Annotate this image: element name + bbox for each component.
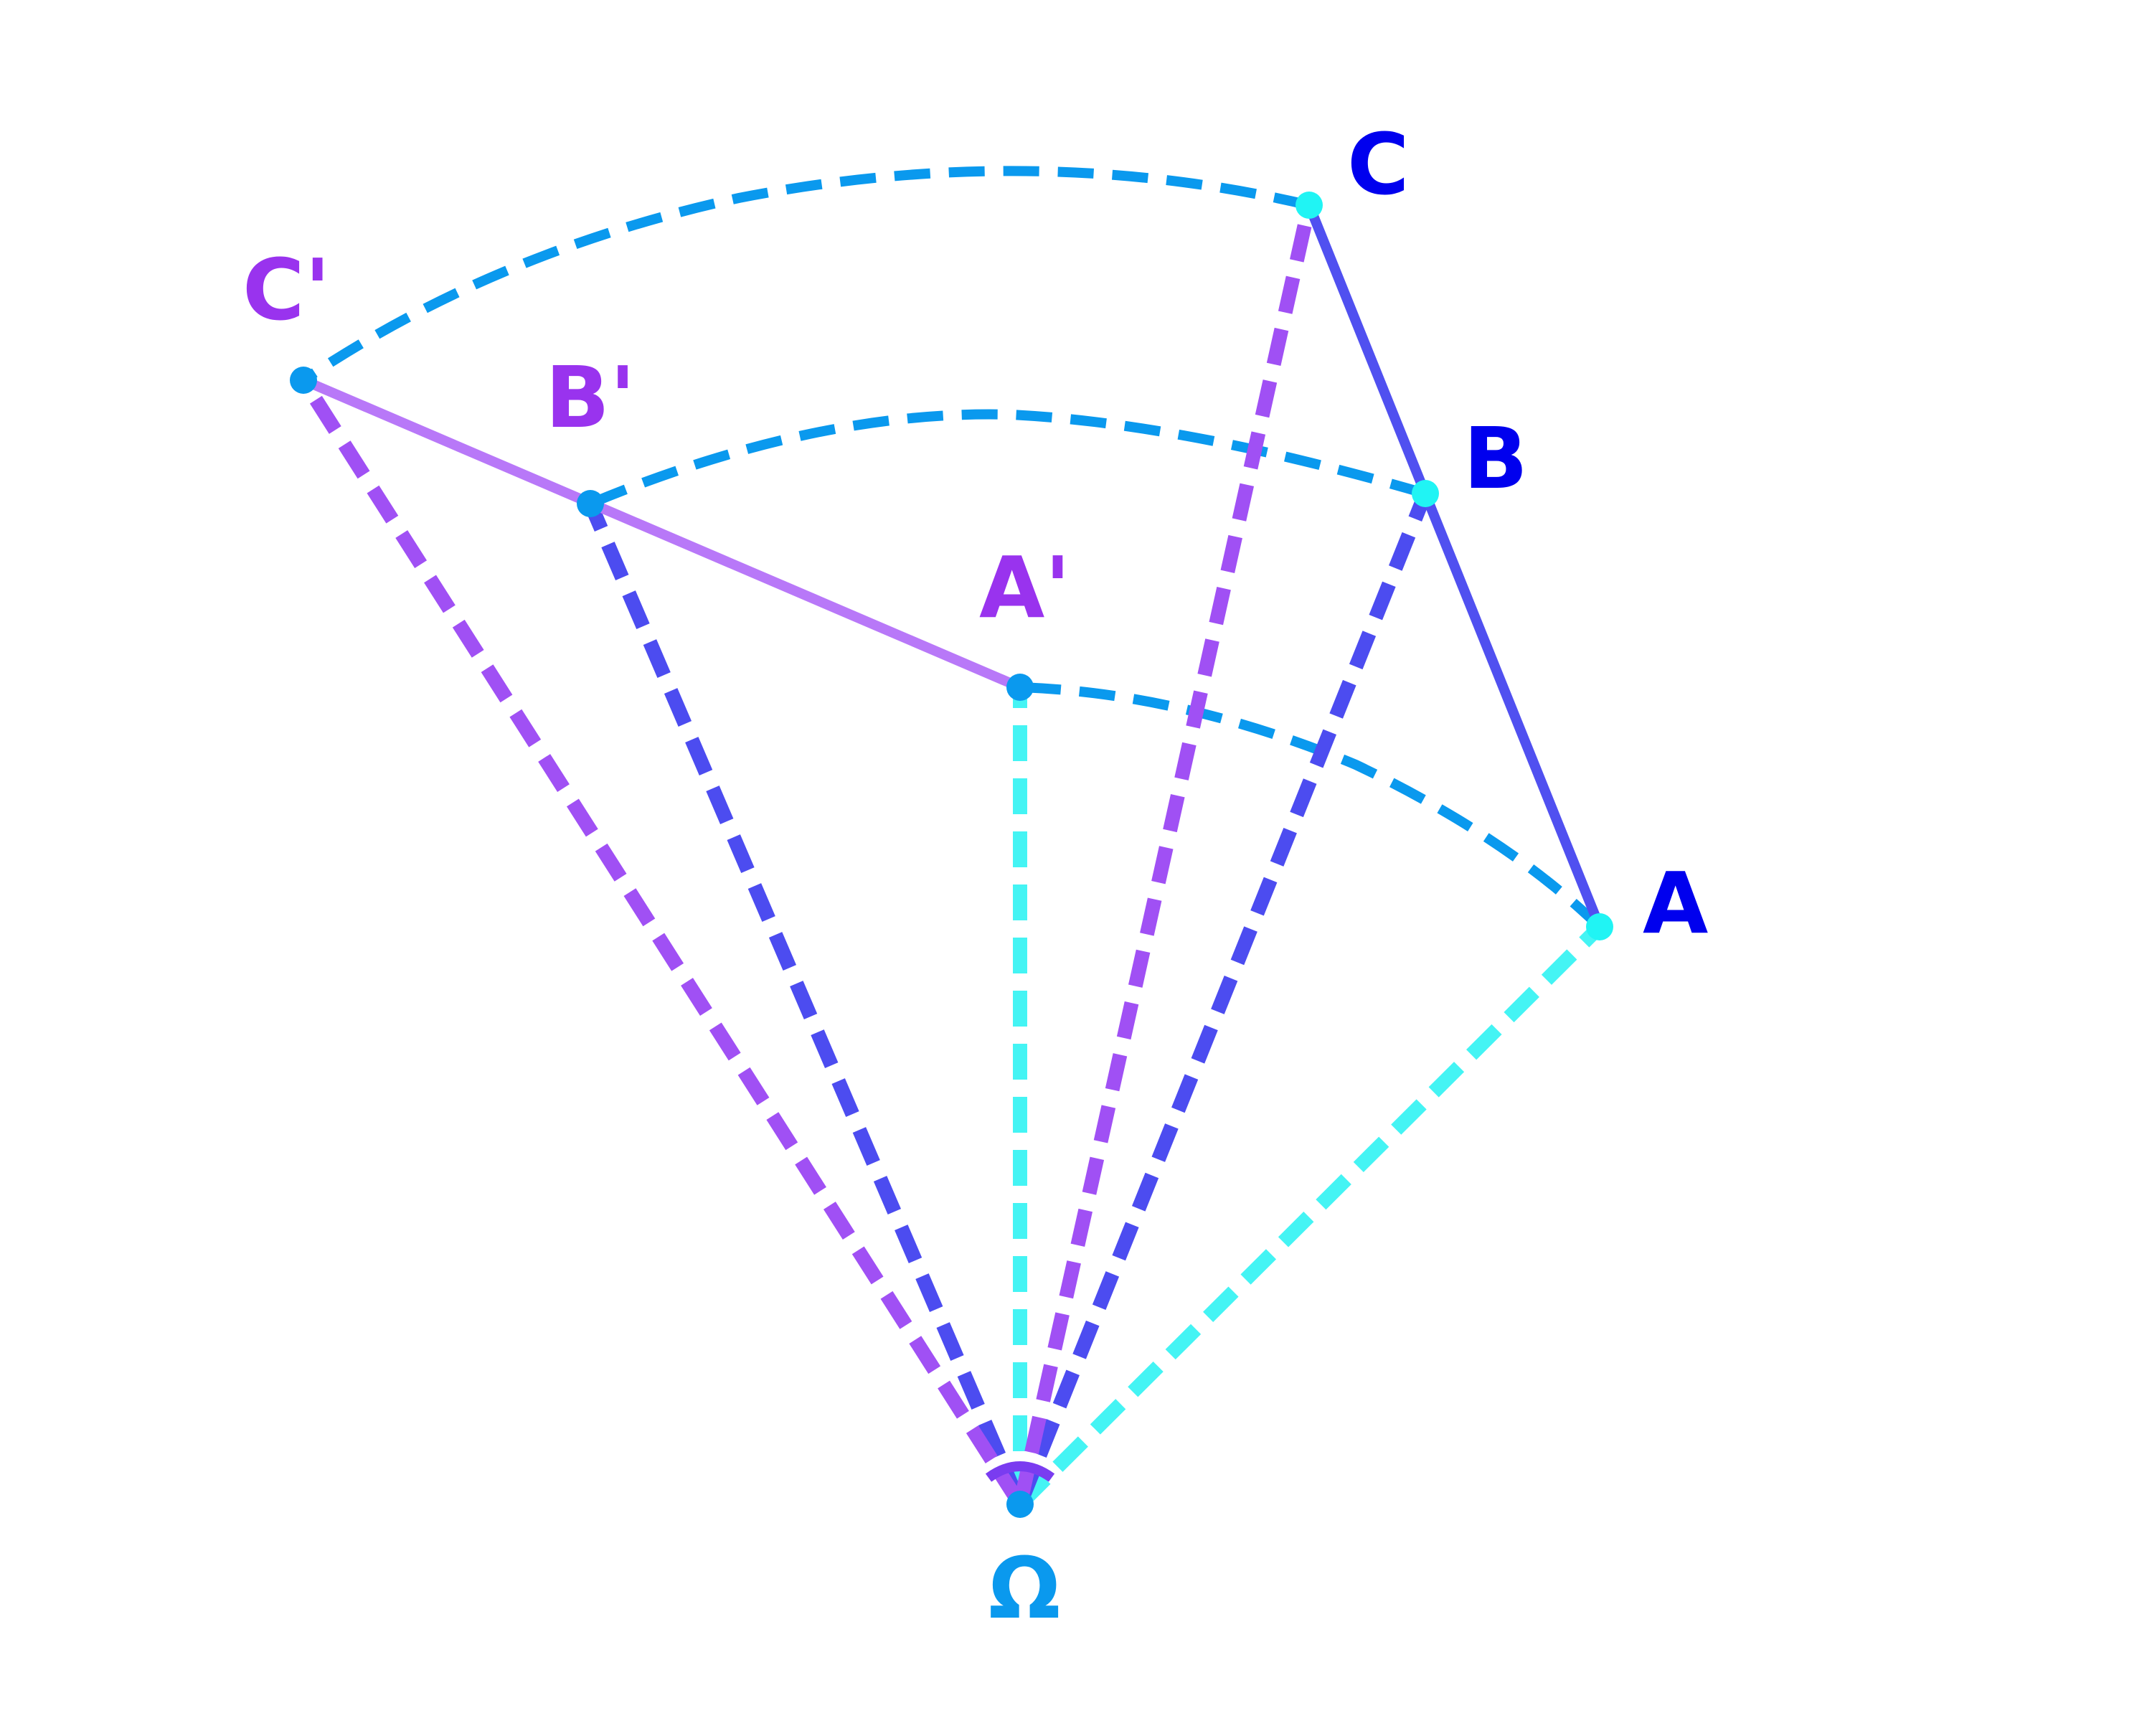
segment-A-prime-C-prime [301,375,1022,692]
point-C-prime [290,367,317,394]
ray-omega-B-prime [583,501,1027,1507]
label-B: B [1463,409,1528,508]
point-C [1296,192,1323,219]
label-C-prime: C' [242,240,331,339]
segment-A-C [1304,203,1605,929]
point-A-prime [1006,674,1034,701]
ray-omega-A [1014,921,1605,1510]
arc-B-to-B-prime [588,409,1427,509]
ray-omega-C-prime [297,376,1027,1509]
point-omega [1006,1491,1034,1518]
arc-A-to-A-prime [1019,682,1603,931]
ray-omega-C [1013,203,1316,1506]
point-B-prime [577,490,604,517]
label-C: C [1347,115,1410,214]
label-A-prime: A' [979,538,1070,637]
angle-arc-omega [985,1461,1055,1482]
label-B-prime: B' [545,348,636,447]
arc-C-to-C-prime [301,166,1311,385]
label-omega: Ω [988,1539,1060,1638]
ray-omega-B [1013,491,1433,1507]
label-A: A [1643,854,1708,953]
point-B [1412,480,1439,507]
point-A [1586,913,1613,940]
